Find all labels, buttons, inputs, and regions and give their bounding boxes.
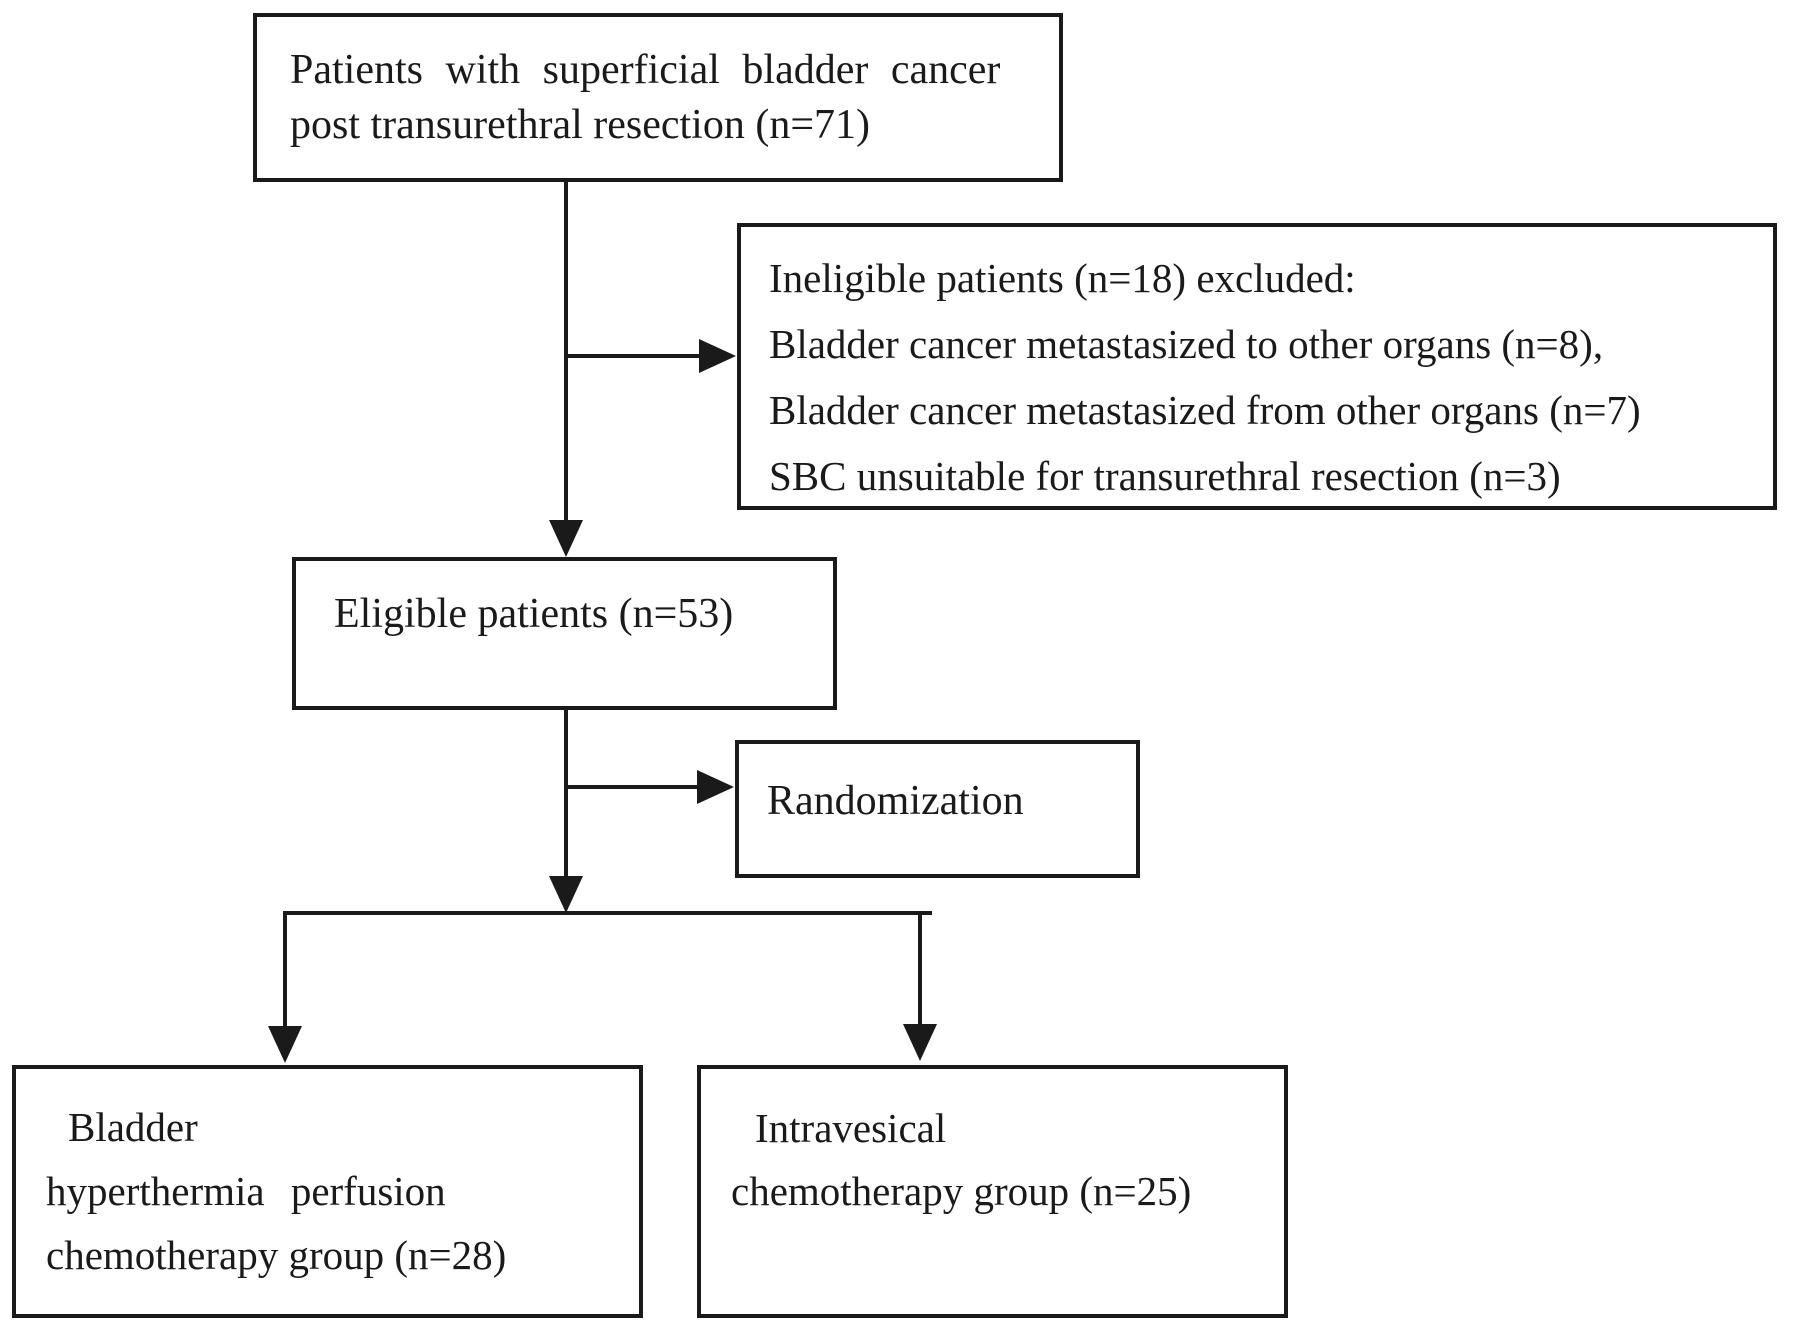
- randomization-box: Randomization: [735, 740, 1140, 878]
- connector-top-to-eligible: [564, 182, 568, 524]
- arrowhead-to-split-icon: [549, 876, 583, 913]
- arrowhead-to-randomization-icon: [697, 770, 734, 804]
- connector-to-randomization: [566, 785, 700, 789]
- intravesical-group-line-2: chemotherapy group (n=25): [731, 1168, 1192, 1214]
- hyperthermia-group-box: Bladder hyperthermia perfusion chemother…: [12, 1065, 643, 1318]
- arrowhead-to-exclusion-icon: [699, 339, 736, 373]
- intravesical-group-line-1: Intravesical: [755, 1105, 947, 1151]
- eligible-label: Eligible patients (n=53): [334, 591, 734, 637]
- hyperthermia-group-line-3: chemotherapy group (n=28): [46, 1232, 507, 1278]
- eligible-box: Eligible patients (n=53): [292, 557, 837, 710]
- split-bar: [285, 911, 932, 915]
- enrollment-line-1: Patients with superficial bladder cancer: [290, 47, 1001, 93]
- connector-to-exclusion: [566, 354, 702, 358]
- connector-split-to-left-group: [283, 911, 287, 1028]
- exclusion-line-1: Ineligible patients (n=18) excluded:: [769, 255, 1356, 301]
- enrollment-line-2: post transurethral resection (n=71): [290, 102, 871, 148]
- intravesical-group-box: Intravesical chemotherapy group (n=25): [697, 1065, 1288, 1318]
- exclusion-box: Ineligible patients (n=18) excluded: Bla…: [737, 223, 1777, 510]
- enrollment-box: Patients with superficial bladder cancer…: [253, 13, 1063, 182]
- connector-split-to-right-group: [918, 911, 922, 1026]
- hyperthermia-group-line-2: hyperthermia perfusion: [46, 1168, 446, 1214]
- exclusion-line-3: Bladder cancer metastasized from other o…: [769, 387, 1641, 433]
- arrowhead-to-eligible-icon: [549, 520, 583, 557]
- exclusion-line-2: Bladder cancer metastasized to other org…: [769, 321, 1604, 367]
- arrowhead-to-left-group-icon: [268, 1026, 302, 1063]
- arrowhead-to-right-group-icon: [903, 1024, 937, 1061]
- hyperthermia-group-line-1: Bladder: [68, 1104, 198, 1150]
- exclusion-line-4: SBC unsuitable for transurethral resecti…: [769, 453, 1561, 499]
- randomization-label: Randomization: [767, 778, 1024, 824]
- connector-eligible-to-split: [564, 710, 568, 878]
